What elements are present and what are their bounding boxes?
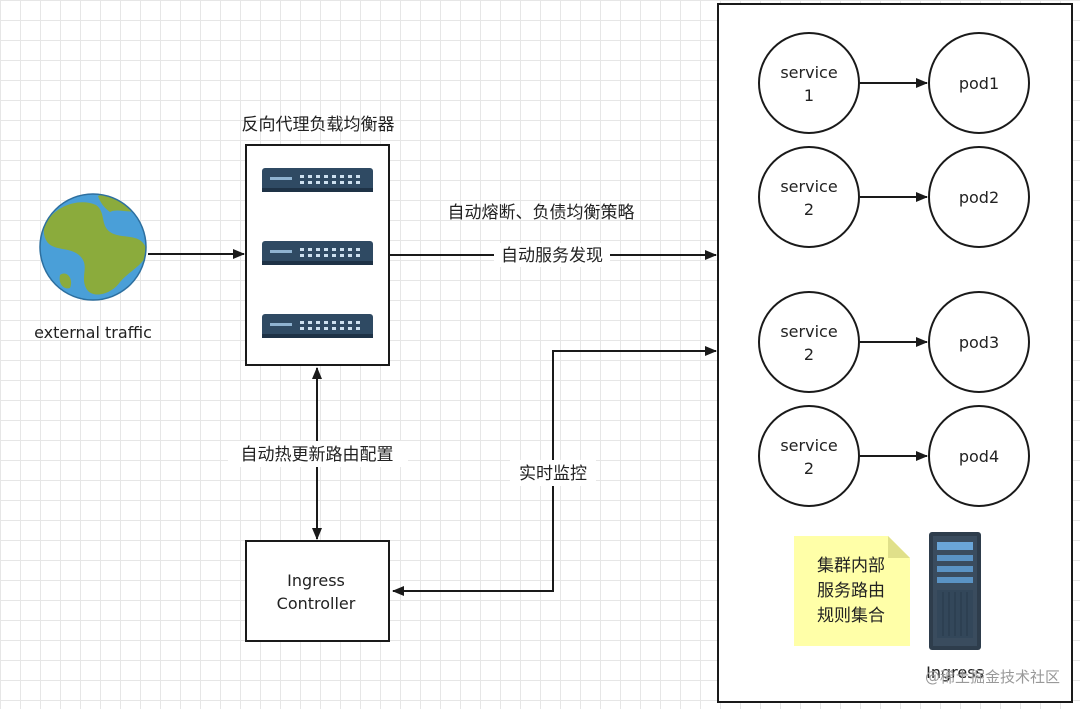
service-node [758, 32, 860, 134]
network-switch-icon [262, 241, 373, 265]
pod-label: pod3 [959, 333, 999, 352]
controller-label-line1: Ingress [287, 571, 345, 590]
edge-label-monitor: 实时监控 [519, 464, 587, 484]
service-label-number: 2 [804, 200, 814, 219]
pod-node [928, 405, 1030, 507]
edge-label-discovery: 自动服务发现 [501, 246, 603, 266]
network-switch-icon [262, 168, 373, 192]
service-label: service [780, 322, 837, 341]
ingress-controller-box [245, 540, 390, 642]
edge-label-bg [228, 441, 408, 467]
edge-label-hot-update: 自动热更新路由配置 [241, 445, 394, 465]
note-line3: 规则集合 [817, 606, 885, 626]
service-label-number: 2 [804, 459, 814, 478]
edge-label-bg [510, 460, 596, 486]
note-icon [794, 536, 910, 646]
globe-icon [39, 193, 147, 301]
note-line2: 服务路由 [817, 581, 885, 601]
service-label: service [780, 63, 837, 82]
service-node [758, 405, 860, 507]
watermark: @稀土掘金技术社区 [924, 668, 1060, 686]
note-line1: 集群内部 [817, 556, 885, 576]
service-node [758, 146, 860, 248]
lb-title: 反向代理负载均衡器 [242, 115, 395, 135]
network-switch-icon [262, 314, 373, 338]
server-rack-icon [929, 532, 981, 650]
globe-label: external traffic [34, 323, 152, 342]
service-label-number: 2 [804, 345, 814, 364]
pod-label: pod1 [959, 74, 999, 93]
service-node [758, 291, 860, 393]
pod-node [928, 291, 1030, 393]
edge-label-policy: 自动熔断、负债均衡策略 [448, 203, 635, 223]
controller-label-line2: Controller [277, 594, 356, 613]
service-label: service [780, 436, 837, 455]
pod-label: pod4 [959, 447, 999, 466]
edge-label-bg [494, 243, 610, 267]
pod-node [928, 32, 1030, 134]
pod-label: pod2 [959, 188, 999, 207]
ingress-label: Ingress [926, 663, 984, 682]
service-label-number: 1 [804, 86, 814, 105]
service-label: service [780, 177, 837, 196]
pod-node [928, 146, 1030, 248]
